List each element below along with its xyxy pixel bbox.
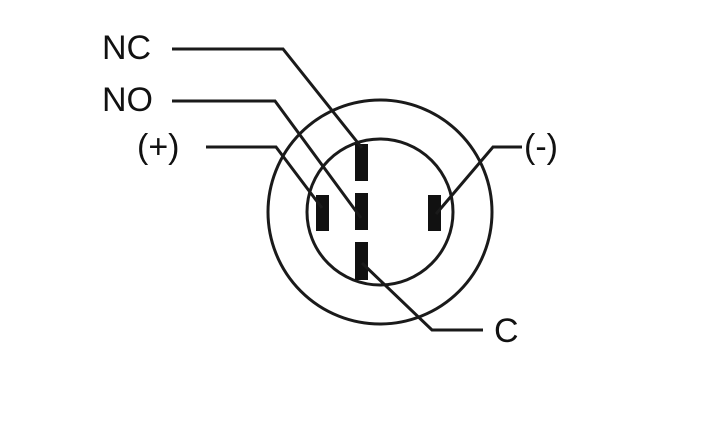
pin-no bbox=[355, 193, 368, 230]
pin-c bbox=[355, 242, 368, 280]
inner-ring bbox=[305, 137, 455, 287]
nc-leader-line bbox=[172, 47, 364, 149]
c-leader-line bbox=[360, 261, 483, 332]
pin-nc bbox=[355, 144, 368, 181]
label-nc: NC bbox=[102, 29, 151, 67]
label-plus: (+) bbox=[137, 128, 180, 166]
plus-leader-line bbox=[206, 145, 324, 209]
no-leader-line bbox=[172, 99, 363, 219]
outer-ring bbox=[266, 98, 494, 326]
label-no: NO bbox=[102, 81, 153, 119]
label-minus: (-) bbox=[524, 128, 558, 166]
minus-leader-line bbox=[434, 145, 522, 215]
label-c: C bbox=[494, 312, 519, 350]
pin-minus bbox=[428, 195, 441, 231]
